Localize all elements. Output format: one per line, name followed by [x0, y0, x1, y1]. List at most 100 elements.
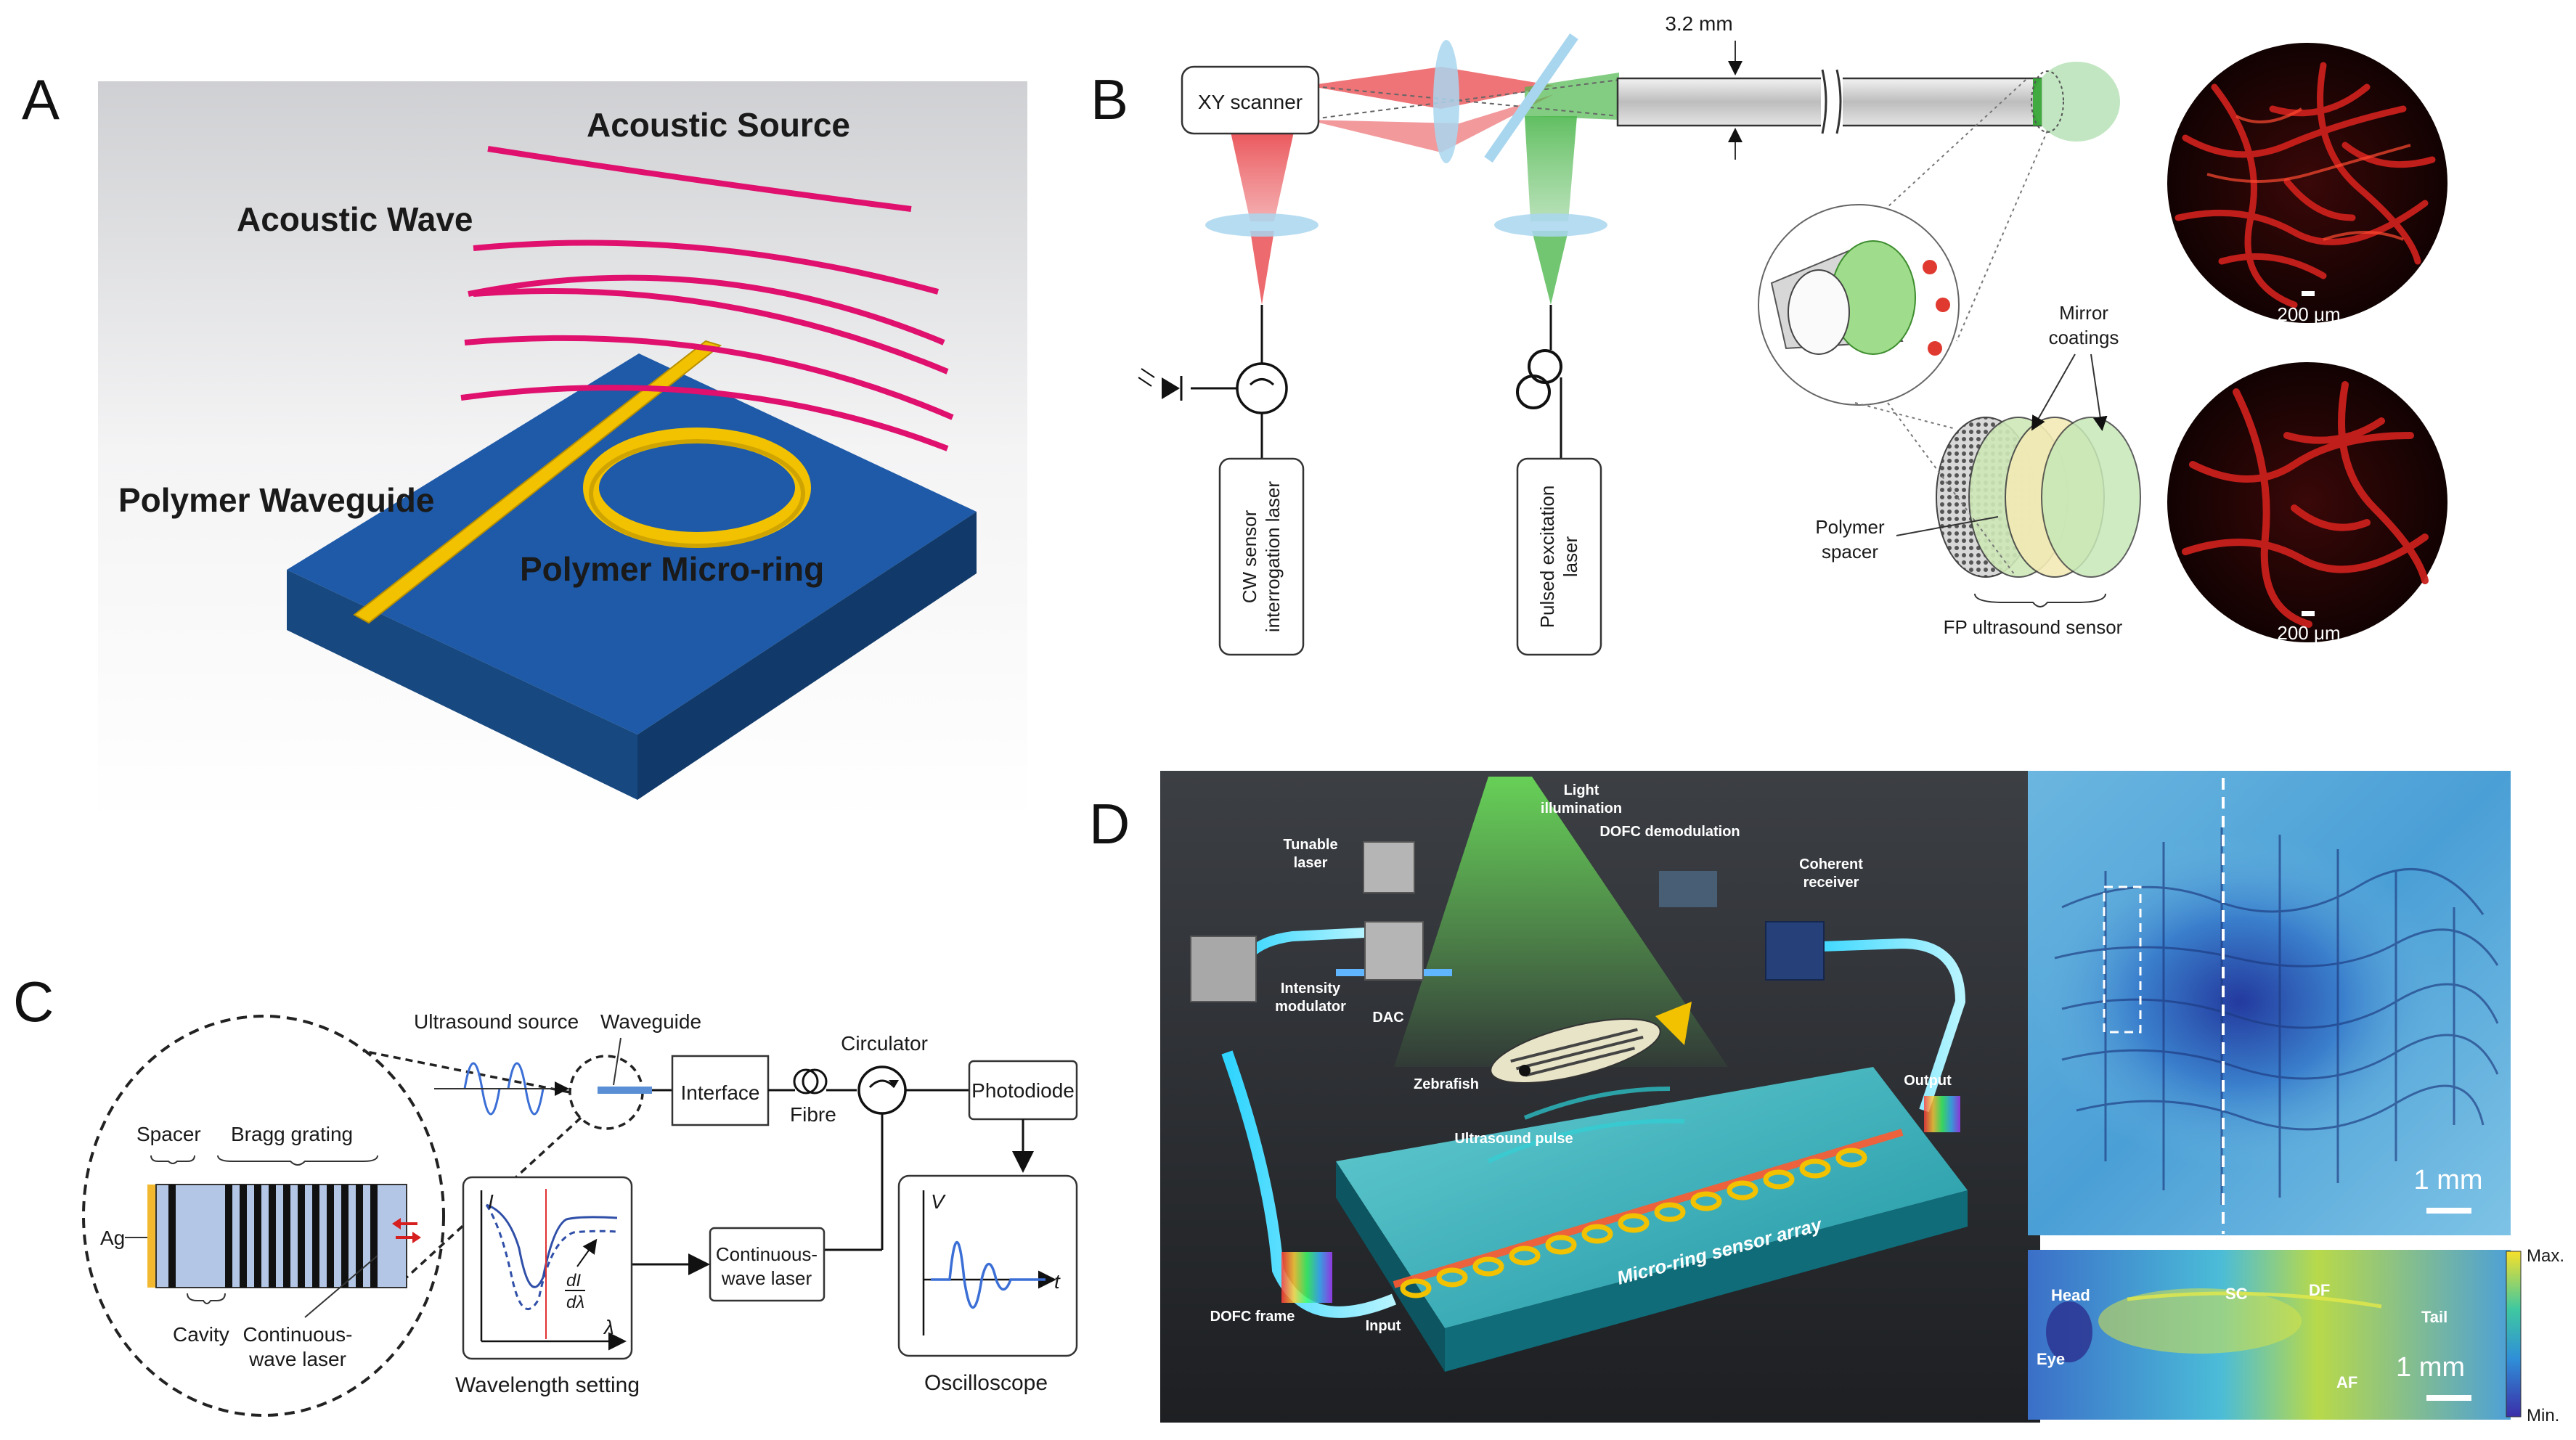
ag-mirror [147, 1185, 156, 1288]
panel-d: Light illumination Tunable laser DOFC de… [1160, 771, 2564, 1425]
oscilloscope-label: Oscilloscope [924, 1371, 1048, 1395]
fiber-output [1800, 938, 1966, 1113]
photodiode-icon [1162, 377, 1180, 399]
axis-v-label: V [931, 1190, 946, 1213]
micro-ring-array-shapes [1400, 1148, 1867, 1298]
scale-bar-bottom-b [2302, 611, 2315, 616]
light-illumination-label-2: illumination [1541, 801, 1622, 817]
cw-laser-box [1218, 457, 1305, 656]
spectrum-curve-2 [485, 1204, 618, 1310]
dimension-label: 3.2 mm [1665, 12, 1732, 35]
cw-laser-box-label-2: wave laser [721, 1267, 812, 1289]
circulator-label: Circulator [841, 1032, 928, 1055]
circulator-c [857, 1065, 907, 1115]
spacer-label: Spacer [136, 1123, 201, 1145]
cw-laser-small-label-2: wave laser [248, 1348, 346, 1370]
chip-top [1336, 1067, 1968, 1328]
cw-laser-small-label-1: Continuous- [243, 1323, 353, 1346]
dac-label: DAC [1372, 1010, 1403, 1026]
cw-laser-label-2: interrogation laser [1262, 481, 1284, 632]
intensity-modulator-label-1: Intensity [1281, 981, 1341, 997]
scale-label-top-b: 200 μm [2277, 303, 2340, 325]
fibre-coil-c [793, 1068, 819, 1095]
fibre-coil-1 [1528, 349, 1562, 384]
lens-top [1433, 40, 1459, 163]
dofc-frame-rainbow [1281, 1252, 1332, 1303]
cw-laser-label-1: CW sensor [1239, 510, 1260, 603]
acoustic-source-label: Acoustic Source [587, 106, 850, 144]
scale-label-bottom-d: 1 mm [2396, 1352, 2465, 1383]
eye-label: Eye [2037, 1350, 2065, 1368]
red-beam-horizontal [1307, 67, 1554, 109]
fiber-input [1221, 1050, 1397, 1318]
light-cone [1394, 777, 1728, 1067]
output-label: Output [1904, 1073, 1952, 1089]
scale-label-bottom-b: 200 μm [2277, 622, 2340, 644]
wavelength-setting-label: Wavelength setting [455, 1373, 640, 1397]
cavity-label: Cavity [173, 1323, 229, 1346]
acoustic-wave-4 [473, 288, 949, 375]
polymer-waveguide-shape [353, 340, 722, 624]
chip-side [1336, 1161, 1445, 1372]
df-label: DF [2309, 1281, 2330, 1299]
panel-b: XY scanner 3.2 mm CW sensor interrogatio… [1138, 12, 2447, 656]
bragg-grating-label: Bragg grating [231, 1123, 353, 1145]
substrate-side [637, 512, 977, 800]
interface-label: Interface [681, 1081, 760, 1104]
colorbar-max-label: Max. [2527, 1246, 2564, 1266]
polymer-waveguide-label: Polymer Waveguide [118, 481, 434, 519]
fish-eye-spot [2046, 1301, 2092, 1362]
mirror-coatings-label-2: coatings [2049, 327, 2119, 348]
wavelength-setting-box [462, 1176, 633, 1360]
substrate-front [287, 570, 637, 800]
dl-den-label: dλ [566, 1293, 584, 1312]
acoustic-wave-2 [473, 240, 939, 295]
cw-laser-box-c [709, 1227, 826, 1302]
scale-bar-bottom-d [2426, 1395, 2471, 1401]
scale-bar-top-d [2426, 1208, 2471, 1214]
colorbar-min-label: Min. [2527, 1406, 2559, 1425]
coherent-receiver-box [1765, 921, 1825, 981]
tunable-laser-label-2: laser [1294, 855, 1328, 871]
colorbar [2506, 1251, 2522, 1418]
dac-box [1364, 921, 1424, 981]
lens-red [1205, 213, 1318, 237]
panel-a-letter: A [22, 68, 60, 131]
interface-box [671, 1055, 770, 1126]
scale-bar-top-b [2302, 291, 2315, 296]
tunable-laser-label-1: Tunable [1283, 837, 1337, 853]
acoustic-wave-6 [460, 385, 949, 451]
dofc-demodulation-label: DOFC demodulation [1599, 824, 1740, 840]
fibre-coil-2 [1516, 375, 1551, 409]
chip-front [1445, 1190, 1968, 1372]
ultrasound-pulse-label: Ultrasound pulse [1454, 1131, 1573, 1147]
lens-green [1494, 213, 1607, 237]
intensity-modulator-label-2: modulator [1275, 999, 1346, 1015]
head-label: Head [2051, 1286, 2090, 1304]
waveguide-small [598, 1087, 652, 1094]
dofc-screen [1659, 871, 1717, 907]
oscilloscope-trace [931, 1241, 1046, 1309]
acoustic-wave-label: Acoustic Wave [237, 200, 473, 238]
polymer-spacer-label-2: spacer [1822, 541, 1878, 562]
acoustic-wave-5 [464, 335, 954, 420]
axis-i-label: I [488, 1190, 494, 1213]
circulator-b [1236, 362, 1288, 414]
roi-box [2103, 885, 2142, 1034]
acoustic-wave-3 [468, 274, 945, 345]
pulsed-laser-label-2: laser [1560, 536, 1581, 577]
scale-label-top-d: 1 mm [2414, 1165, 2483, 1195]
panel-c: Spacer Bragg grating Ag Cavity Continuou… [82, 1010, 1078, 1417]
polymer-spacer-label-1: Polymer [1815, 516, 1885, 538]
fibre-label: Fibre [790, 1103, 836, 1126]
sc-label: SC [2225, 1285, 2248, 1303]
spectrum-curve-1 [486, 1203, 618, 1288]
zebrafish-label: Zebrafish [1414, 1076, 1479, 1092]
cw-laser-box-label-1: Continuous- [716, 1243, 818, 1265]
xy-scanner-box [1181, 65, 1320, 135]
pulsed-laser-label-1: Pulsed excitation [1536, 486, 1558, 629]
bragg-grating-lines [168, 1185, 378, 1288]
tail-label: Tail [2421, 1308, 2447, 1326]
vessel-image-top [2167, 43, 2447, 323]
